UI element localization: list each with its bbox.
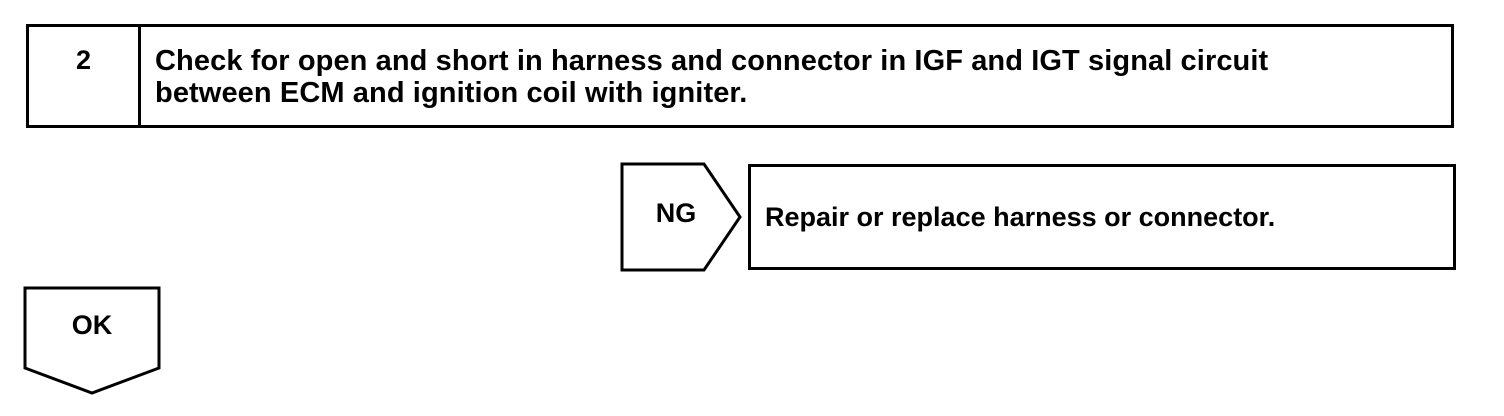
step-number: 2 [29, 27, 141, 125]
step-box: 2 Check for open and short in harness an… [26, 24, 1454, 128]
ng-label: NG [655, 198, 697, 228]
step-description: Check for open and short in harness and … [141, 27, 1451, 125]
ok-arrow-shape [23, 286, 161, 395]
ng-action-text: Repair or replace harness or connector. [765, 201, 1276, 232]
step-description-line-1: Check for open and short in harness and … [155, 45, 1269, 77]
ng-action-box: Repair or replace harness or connector. [748, 164, 1456, 270]
ok-label: OK [71, 310, 113, 340]
ng-arrow-shape [620, 162, 742, 272]
step-description-line-2: between ECM and ignition coil with ignit… [155, 77, 748, 109]
